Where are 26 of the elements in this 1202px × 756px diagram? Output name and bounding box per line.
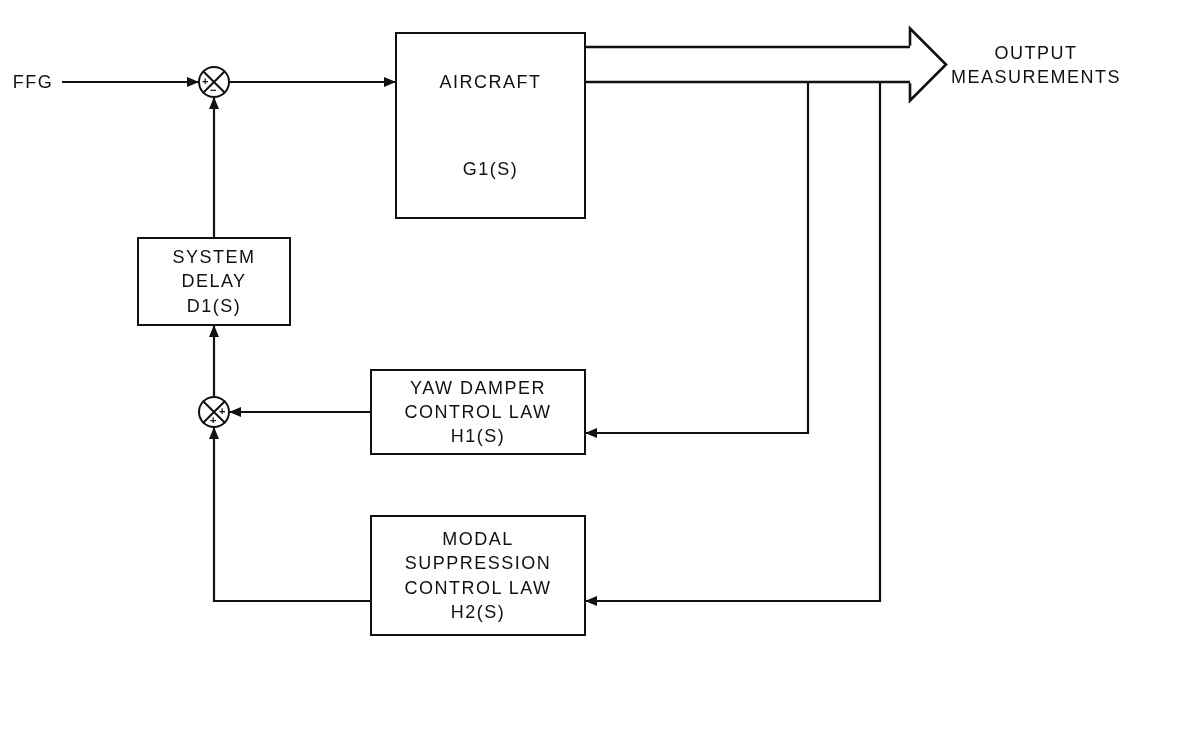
arrow	[585, 80, 882, 606]
block-title: SYSTEM DELAY	[171, 246, 257, 294]
block-box	[370, 369, 586, 455]
arrow	[62, 77, 199, 87]
transfer-function-label: D1(S)	[186, 294, 242, 318]
sign-label: +	[202, 76, 209, 87]
arrow	[585, 80, 810, 438]
signal-label: OUTPUT MEASUREMENTS	[951, 41, 1121, 89]
arrow	[209, 325, 219, 396]
sign-label: +	[210, 415, 217, 426]
block-box	[370, 515, 586, 636]
arrow	[229, 407, 370, 417]
transfer-function-label: H2(S)	[450, 600, 506, 624]
transfer-function-label: H1(S)	[450, 425, 506, 449]
transfer-function-label: G1(S)	[462, 158, 519, 182]
sign-label: +	[219, 406, 226, 417]
arrow	[209, 97, 219, 237]
block-box	[137, 237, 291, 326]
signal-label: FFG	[12, 70, 54, 94]
arrow	[230, 77, 396, 87]
block-box	[395, 32, 586, 219]
block-title: MODAL SUPPRESSION CONTROL LAW	[403, 527, 553, 600]
block-title: YAW DAMPER CONTROL LAW	[403, 376, 553, 424]
arrow	[209, 427, 370, 603]
sign-label: −	[210, 85, 217, 96]
block-title: AIRCRAFT	[439, 70, 542, 94]
